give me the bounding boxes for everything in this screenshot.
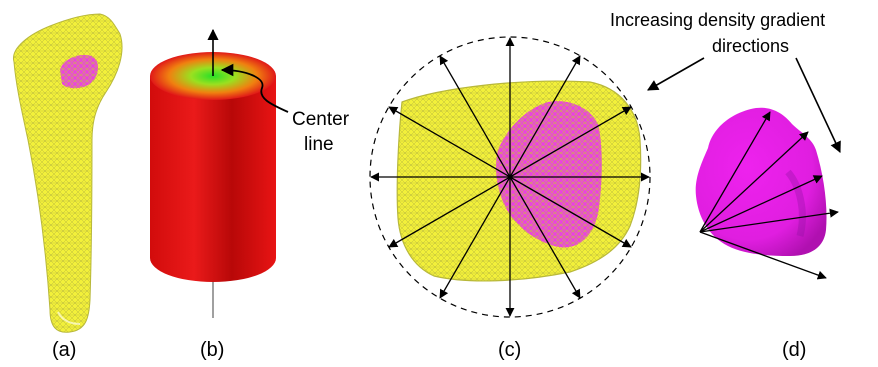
panel-c-section xyxy=(369,36,651,318)
gradient-pointer-right xyxy=(795,57,841,154)
center-line-label-2: line xyxy=(304,134,334,155)
dense-region-shape xyxy=(695,107,827,257)
cylinder-body xyxy=(150,76,276,282)
panel-d-dense-region xyxy=(695,107,839,280)
section-dense-region xyxy=(496,101,602,248)
center-line-pointer xyxy=(220,63,289,113)
panel-label-d: (d) xyxy=(782,339,806,361)
radial-arrows xyxy=(370,37,650,317)
bone-dense-region xyxy=(60,54,98,89)
gradient-annotation: Increasing density gradient directions xyxy=(610,10,841,154)
panel-b-cylinder: Center line xyxy=(150,28,350,318)
fan-arrows xyxy=(699,111,839,280)
gradient-pointer-left xyxy=(647,57,705,91)
panel-label-c: (c) xyxy=(498,339,521,361)
gradient-label-1: Increasing density gradient xyxy=(610,10,825,30)
center-line-label-1: Center xyxy=(292,109,350,130)
gradient-label-2: directions xyxy=(712,36,789,56)
panel-a-bone-mesh xyxy=(13,13,123,333)
bounding-circle xyxy=(369,36,651,318)
panel-label-b: (b) xyxy=(200,339,224,361)
panel-label-a: (a) xyxy=(52,339,76,361)
